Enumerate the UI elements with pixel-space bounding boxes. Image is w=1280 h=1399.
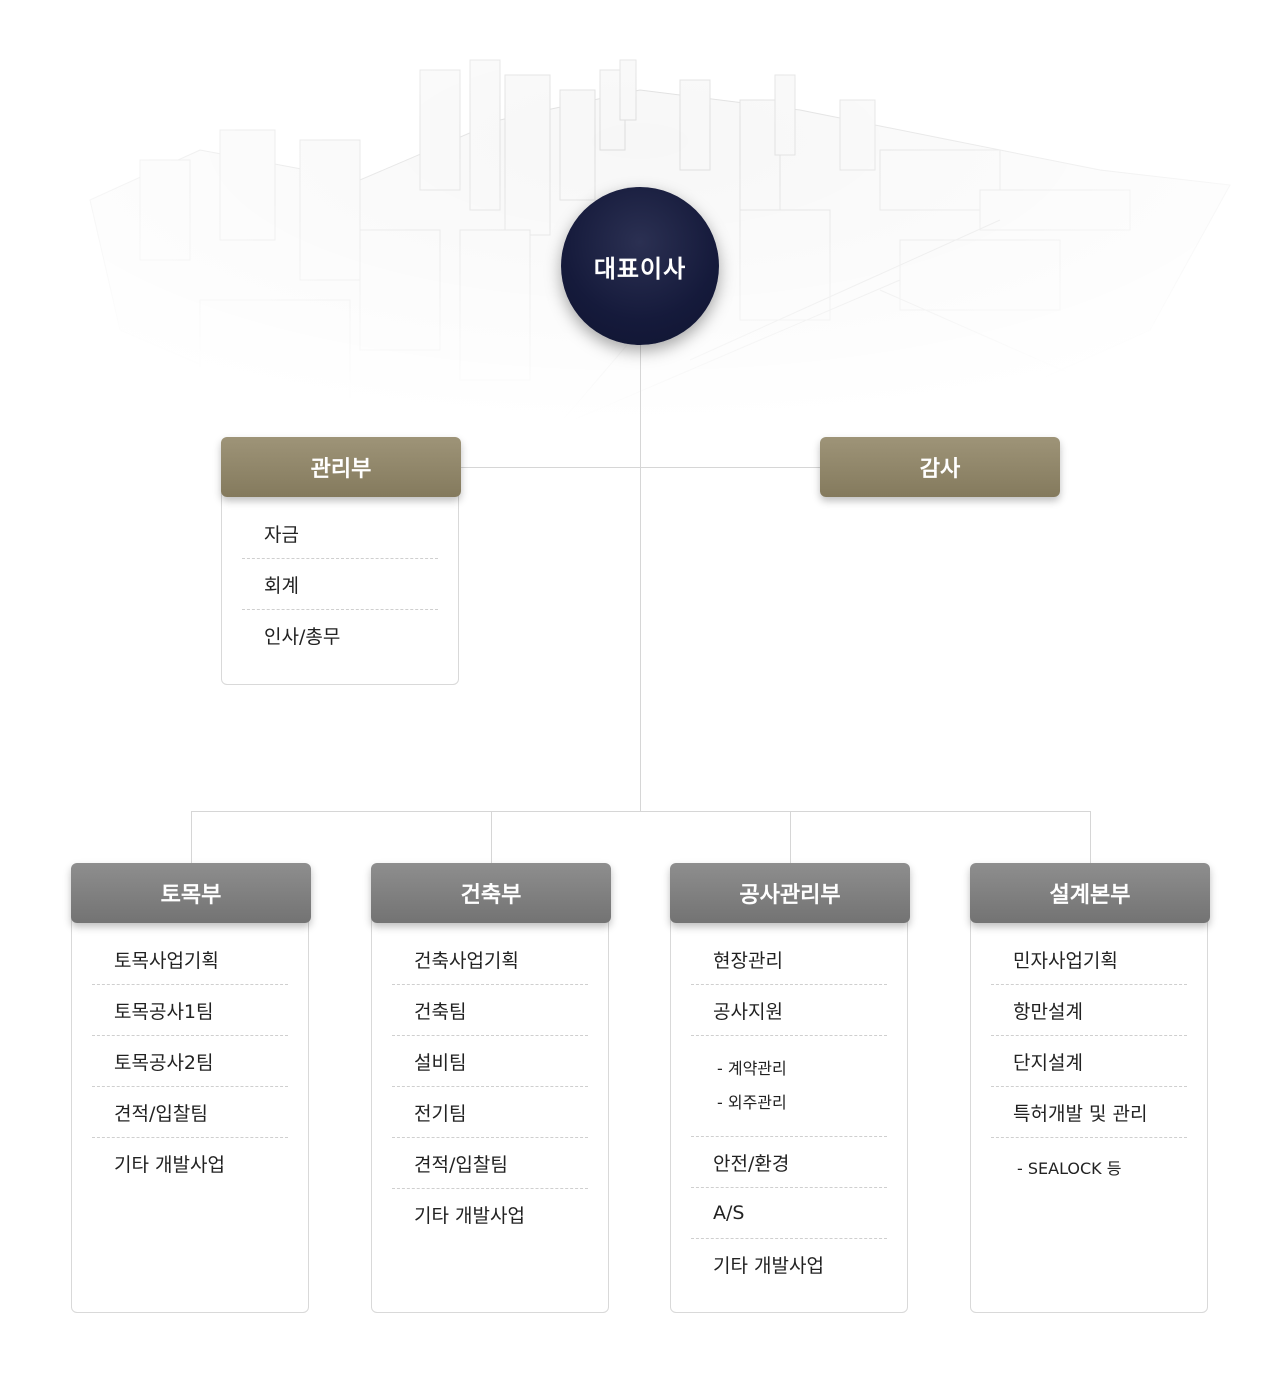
division-item: 기타 개발사업 [713,1254,824,1277]
audit-header: 감사 [820,437,1060,497]
admin-title: 관리부 [310,457,372,482]
admin-item: 인사/총무 [264,625,341,648]
division-drop-1 [191,811,192,864]
division-item: 기타 개발사업 [414,1204,525,1227]
division-item: 전기팀 [392,1087,588,1138]
admin-box: 자금 회계 인사/총무 [221,487,459,685]
division-item: A/S [691,1188,887,1239]
division-subitem-group: - SEALOCK 등 [991,1138,1187,1202]
division-subitem: - 외주관리 [717,1093,787,1112]
division-title: 공사관리부 [739,883,841,908]
division-item: 토목공사1팀 [92,985,288,1036]
division-subitem: - 계약관리 [717,1059,787,1078]
division-subitem-group: - 계약관리 - 외주관리 [691,1036,887,1137]
admin-item: 자금 [242,508,438,559]
admin-item: 회계 [242,559,438,610]
division-box-civil: 토목사업기획 토목공사1팀 토목공사2팀 견적/입찰팀 기타 개발사업 [71,913,309,1313]
division-item: 견적/입찰팀 [392,1138,588,1189]
admin-audit-line [460,467,820,468]
division-item: 항만설계 [991,985,1187,1036]
division-item: 견적/입찰팀 [92,1087,288,1138]
division-title: 토목부 [160,883,222,908]
division-item: 안전/환경 [691,1137,887,1188]
division-box-design: 민자사업기획 항만설계 단지설계 특허개발 및 관리 - SEALOCK 등 [970,913,1208,1313]
ceo-label: 대표이사 [593,254,687,283]
division-item: 민자사업기획 [991,934,1187,985]
division-subitem: - SEALOCK 등 [1017,1159,1122,1178]
division-bus-line [191,811,1091,812]
division-item: 특허개발 및 관리 [991,1087,1187,1138]
division-drop-4 [1090,811,1091,864]
division-item: 기타 개발사업 [114,1153,225,1176]
ceo-trunk-line [640,345,641,811]
audit-title: 감사 [919,457,961,482]
division-item: 공사지원 [691,985,887,1036]
division-title: 건축부 [460,883,522,908]
division-title: 설계본부 [1049,883,1131,908]
division-box-construction-mgmt: 현장관리 공사지원 - 계약관리 - 외주관리 안전/환경 A/S 기타 개발사… [670,913,908,1313]
division-item: 현장관리 [691,934,887,985]
division-item: 토목공사2팀 [92,1036,288,1087]
admin-header: 관리부 [221,437,461,497]
division-item: 건축사업기획 [392,934,588,985]
division-header-architecture: 건축부 [371,863,611,923]
ceo-node: 대표이사 [561,187,719,345]
division-item: 건축팀 [392,985,588,1036]
division-header-construction-mgmt: 공사관리부 [670,863,910,923]
division-header-civil: 토목부 [71,863,311,923]
division-item: 토목사업기획 [92,934,288,985]
division-item: 단지설계 [991,1036,1187,1087]
division-drop-2 [491,811,492,864]
division-box-architecture: 건축사업기획 건축팀 설비팀 전기팀 견적/입찰팀 기타 개발사업 [371,913,609,1313]
division-header-design: 설계본부 [970,863,1210,923]
division-drop-3 [790,811,791,864]
division-item: 설비팀 [392,1036,588,1087]
